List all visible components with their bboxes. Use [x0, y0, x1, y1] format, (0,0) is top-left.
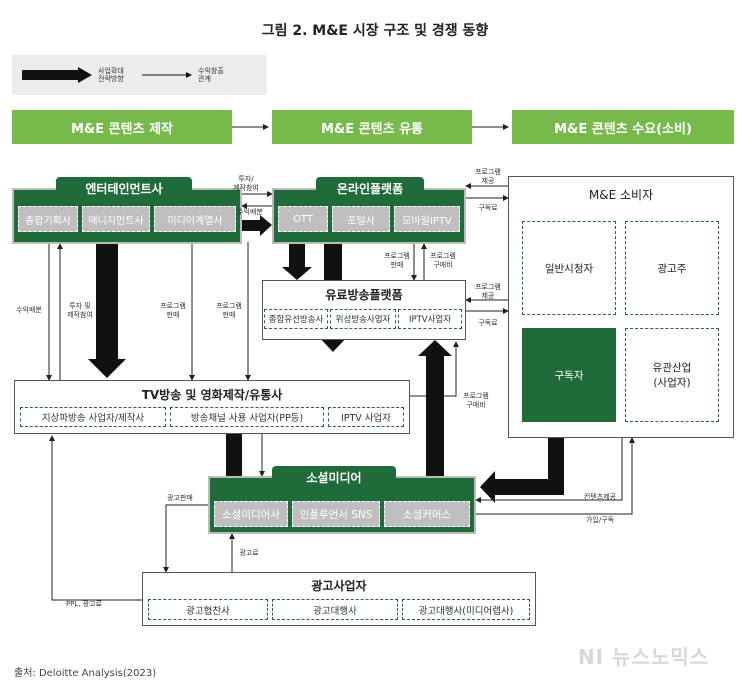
- consumer-advertiser: 광고주: [625, 221, 719, 315]
- stage-consumption: M&E 콘텐츠 수요(소비): [512, 110, 734, 144]
- watermark: NI 뉴스노믹스: [578, 645, 710, 669]
- tv-broadcast-title: TV방송 및 영화제작/유통사: [141, 388, 283, 402]
- paid-broadcast-title: 유료방송플랫폼: [325, 288, 403, 302]
- label-revenue-left: 수익배분: [16, 306, 42, 314]
- consumer-general-viewer: 일반시청자: [522, 221, 616, 315]
- tv-item-pp: 방송채널 사용 사업자(PP등): [170, 407, 324, 427]
- ad-business-title: 광고사업자: [311, 579, 367, 593]
- ad-item-media-rep: 광고대행사(미디어렙사): [402, 599, 530, 620]
- online-platform-title: 온라인플랫폼: [316, 177, 424, 199]
- paid-item-cable: 종합유선방송사: [264, 309, 328, 329]
- stage-distribution: M&E 콘텐츠 유통: [272, 110, 472, 144]
- stage-production: M&E 콘텐츠 제작: [12, 110, 232, 144]
- tv-item-iptv: IPTV 사업자: [328, 407, 404, 427]
- label-ad-fee: 광고료: [239, 549, 259, 557]
- online-item-portal: 포털사: [332, 206, 390, 232]
- social-item-influencer: 인플루언서 SNS: [292, 501, 380, 527]
- consumer-related-industry: 유관산업 (사업자): [625, 328, 719, 422]
- consumer-title: M&E 소비자: [588, 188, 654, 202]
- label-ad-sales: 광고판매: [167, 494, 193, 502]
- label-invest-top: 투자/제작참여: [233, 175, 259, 192]
- ad-item-agency: 광고대행사: [272, 599, 398, 620]
- paid-item-satellite: 위성방송사업자: [330, 309, 396, 329]
- ent-item-media-affiliate: 미디어계열사: [154, 206, 236, 232]
- thick-arrow-icon: [22, 67, 92, 83]
- paid-broadcast-group: [262, 280, 466, 340]
- thin-arrow-icon: [142, 72, 192, 78]
- label-subscription-1: 구독료: [478, 204, 498, 212]
- ad-item-sponsor: 광고협찬사: [148, 599, 268, 620]
- ent-item-management: 매니지먼트사: [82, 206, 150, 232]
- paid-item-iptv: IPTV사업자: [398, 309, 462, 329]
- tv-item-terrestrial: 지상파방송 사업자/제작사: [20, 407, 166, 427]
- label-content-supply: 컨텐츠제공: [583, 493, 617, 501]
- label-subscription-2: 구독료: [478, 319, 498, 327]
- label-ppl: PPL, 광고료: [65, 600, 103, 608]
- social-media-title: 소셜미디어: [272, 466, 396, 488]
- source-note: 출처: Deloitte Analysis(2023): [14, 668, 157, 679]
- page-title: 그림 2. M&E 시장 구조 및 경쟁 동향: [261, 23, 489, 39]
- social-item-commerce: 소셜커머스: [384, 501, 470, 527]
- label-revenue-top: 수익배분: [237, 208, 263, 216]
- consumer-subscriber: 구독자: [522, 328, 616, 422]
- ent-item-agency: 종합기획사: [18, 206, 78, 232]
- online-item-ott: OTT: [278, 206, 328, 232]
- entertainment-title: 엔터테인먼트사: [56, 177, 192, 199]
- label-join-subscribe: 가입/구독: [585, 516, 615, 524]
- online-item-mobile-iptv: 모바일IPTV: [394, 206, 460, 232]
- social-item-media: 소셜미디어사: [214, 501, 288, 527]
